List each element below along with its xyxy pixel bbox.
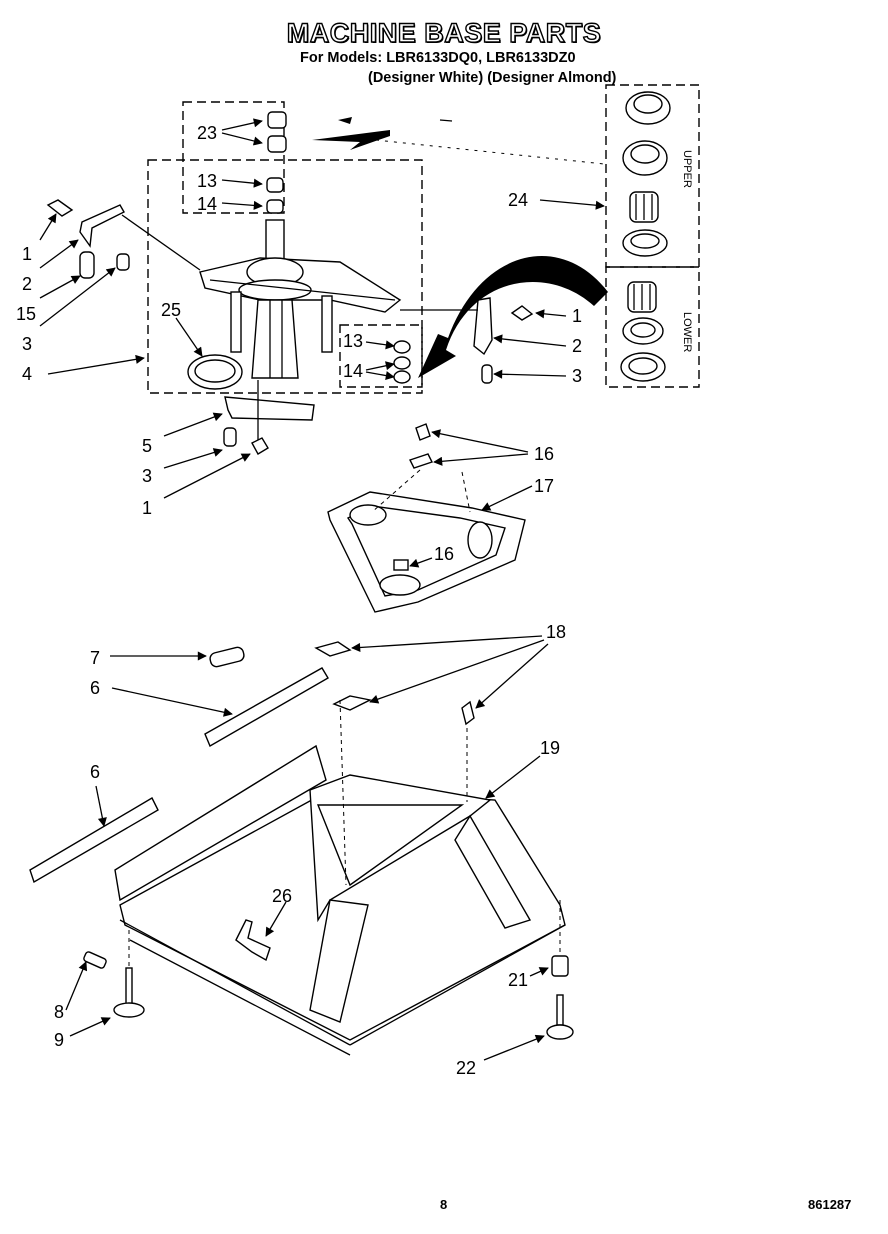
callout-14: 14	[197, 194, 217, 214]
callout-18: 18	[546, 622, 566, 642]
page-number: 8	[440, 1197, 448, 1212]
callout-2: 2	[22, 274, 32, 294]
callout-1-right: 1	[572, 306, 582, 326]
colors-line: (Designer White) (Designer Almond)	[368, 70, 617, 86]
box-lower-kit	[605, 266, 700, 388]
machine-base-frame	[114, 699, 566, 1056]
callout-21: 21	[508, 970, 528, 990]
callout-13: 13	[197, 171, 217, 191]
upper-label: UPPER	[681, 150, 693, 188]
callout-labels: 23 13 14 24 1 2 15 3 25 4 1 2 13 14 3 5 …	[16, 123, 582, 1078]
leveling-legs	[83, 900, 574, 1040]
seal-ring	[187, 354, 243, 390]
bracket-bottom-parts	[223, 380, 315, 455]
callout-6: 6	[90, 678, 100, 698]
callout-22: 22	[456, 1058, 476, 1078]
suspension-plate	[327, 423, 526, 613]
callout-6-lower: 6	[90, 762, 100, 782]
callout-1-bottom: 1	[142, 498, 152, 518]
bearing-stack-top	[266, 111, 287, 214]
callout-2-right: 2	[572, 336, 582, 356]
upper-kit-parts	[622, 91, 671, 257]
transmission-assembly	[199, 219, 402, 379]
top-pointer-arrow	[312, 130, 390, 150]
bracket-left-parts	[46, 199, 201, 279]
callout-16-plate: 16	[434, 544, 454, 564]
lower-label: LOWER	[681, 312, 693, 352]
callout-1: 1	[22, 244, 32, 264]
leader-arrows	[39, 118, 605, 1061]
callout-4: 4	[22, 364, 32, 384]
document-number: 861287	[808, 1197, 852, 1212]
box-lower-bearings	[339, 324, 423, 388]
callout-3-right: 3	[572, 366, 582, 386]
box-upper-kit	[605, 84, 700, 268]
callout-24: 24	[508, 190, 528, 210]
callout-13-lower: 13	[343, 331, 363, 351]
callout-15: 15	[16, 304, 36, 324]
callout-25: 25	[161, 300, 181, 320]
callout-3: 3	[22, 334, 32, 354]
callout-26: 26	[272, 886, 292, 906]
callout-23: 23	[197, 123, 217, 143]
spring-and-straps	[29, 641, 475, 884]
callout-16: 16	[534, 444, 554, 464]
models-line: For Models: LBR6133DQ0, LBR6133DZ0	[300, 50, 576, 66]
callout-5: 5	[142, 436, 152, 456]
lower-kit-parts	[620, 281, 666, 382]
bracket-right-parts	[400, 297, 534, 384]
callout-19: 19	[540, 738, 560, 758]
callout-9: 9	[54, 1030, 64, 1050]
callout-7: 7	[90, 648, 100, 668]
callout-8: 8	[54, 1002, 64, 1022]
part-clip	[235, 919, 271, 962]
box-top-bearings	[182, 101, 285, 214]
callout-17: 17	[534, 476, 554, 496]
page-title: MACHINE BASE PARTS	[286, 17, 602, 48]
big-curved-arrow	[418, 256, 608, 378]
callout-14-lower: 14	[343, 361, 363, 381]
bearing-stack-lower	[393, 340, 411, 384]
box-upper-assembly	[147, 159, 423, 394]
callout-3-bottom: 3	[142, 466, 152, 486]
